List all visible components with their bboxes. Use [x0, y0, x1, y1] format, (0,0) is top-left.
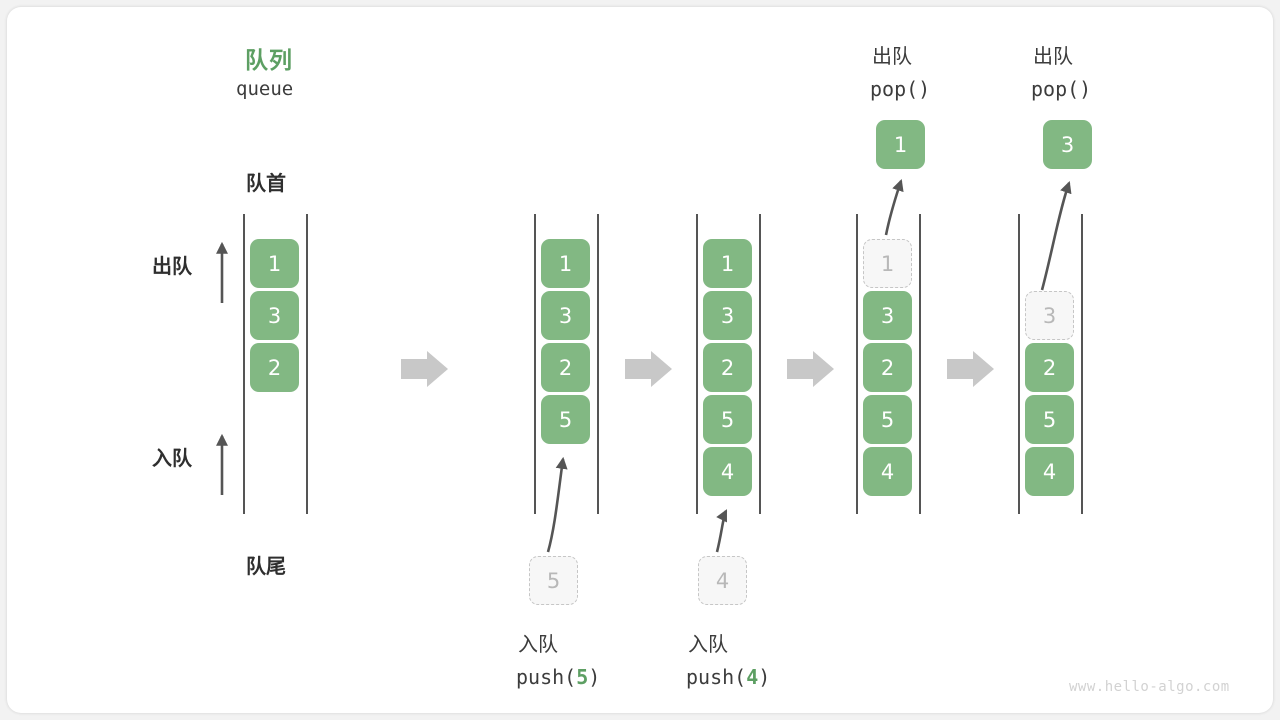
pop-arrow-1 [884, 178, 904, 236]
pop-header-code-1: pop() [870, 77, 930, 101]
pop-code-post-2: ) [1079, 77, 1092, 101]
queue-front-label: 队首 [246, 171, 286, 195]
queue-cell: 3 [541, 291, 590, 340]
queue-cell-removed: 3 [1025, 291, 1074, 340]
incoming-cell: 5 [529, 556, 578, 605]
diagram-title-cn: 队列 [245, 48, 293, 74]
queue-cell: 2 [250, 343, 299, 392]
watermark: www.hello-algo.com [1069, 679, 1230, 695]
pop-code-post-1: ) [918, 77, 931, 101]
push-code-pre-1: push( [516, 665, 577, 689]
rail-left-col-5 [1018, 214, 1020, 514]
push-arrow-4 [715, 509, 728, 553]
rail-right-col-1 [306, 214, 308, 514]
transition-arrow [787, 351, 834, 387]
push-code-post-1: ) [588, 665, 601, 689]
rail-right-col-4 [919, 214, 921, 514]
queue-cell: 1 [250, 239, 299, 288]
queue-cell: 1 [541, 239, 590, 288]
push-footer-cn-1: 入队 [518, 632, 558, 656]
queue-cell: 2 [703, 343, 752, 392]
queue-cell: 1 [703, 239, 752, 288]
transition-arrow [947, 351, 994, 387]
push-code-arg-1: 5 [576, 665, 589, 689]
queue-cell: 5 [541, 395, 590, 444]
diagram-title-en: queue [236, 78, 294, 100]
queue-cell-removed: 1 [863, 239, 912, 288]
pop-code-pre-2: pop( [1031, 77, 1080, 101]
push-code-pre-2: push( [686, 665, 747, 689]
rail-left-col-3 [696, 214, 698, 514]
queue-cell: 3 [703, 291, 752, 340]
rail-right-col-5 [1081, 214, 1083, 514]
rail-left-col-2 [534, 214, 536, 514]
transition-arrow [625, 351, 672, 387]
arrow-overlay [216, 178, 1072, 553]
pop-code-pre-1: pop( [870, 77, 919, 101]
queue-cell: 4 [863, 447, 912, 496]
queue-cell: 2 [541, 343, 590, 392]
popped-cell: 1 [876, 120, 925, 169]
queue-cell: 5 [703, 395, 752, 444]
dequeue-direction-label: 出队 [152, 254, 192, 278]
queue-cell: 3 [250, 291, 299, 340]
queue-cell: 3 [863, 291, 912, 340]
push-code-post-2: ) [758, 665, 771, 689]
rail-right-col-3 [759, 214, 761, 514]
push-footer-cn-2: 入队 [688, 632, 728, 656]
diagram-card: 队列 queue 队首 队尾 出队 入队 出队 pop() 出队 pop() 入… [7, 7, 1273, 713]
queue-cell: 2 [863, 343, 912, 392]
rail-right-col-2 [597, 214, 599, 514]
queue-cell: 4 [703, 447, 752, 496]
popped-cell: 3 [1043, 120, 1092, 169]
queue-rear-label: 队尾 [246, 554, 286, 578]
queue-cell: 5 [863, 395, 912, 444]
push-code-arg-2: 4 [746, 665, 759, 689]
incoming-cell: 4 [698, 556, 747, 605]
push-arrow-5 [546, 456, 568, 553]
push-footer-code-1: push(5) [516, 665, 600, 689]
push-footer-code-2: push(4) [686, 665, 770, 689]
transition-arrow [401, 351, 448, 387]
rail-left-col-1 [243, 214, 245, 514]
pop-arrow-3 [1040, 180, 1072, 291]
pop-header-cn-2: 出队 [1033, 44, 1073, 68]
pop-header-cn-1: 出队 [872, 44, 912, 68]
pop-header-code-2: pop() [1031, 77, 1091, 101]
rail-left-col-4 [856, 214, 858, 514]
enqueue-direction-label: 入队 [152, 446, 192, 470]
queue-cell: 4 [1025, 447, 1074, 496]
queue-cell: 2 [1025, 343, 1074, 392]
queue-cell: 5 [1025, 395, 1074, 444]
